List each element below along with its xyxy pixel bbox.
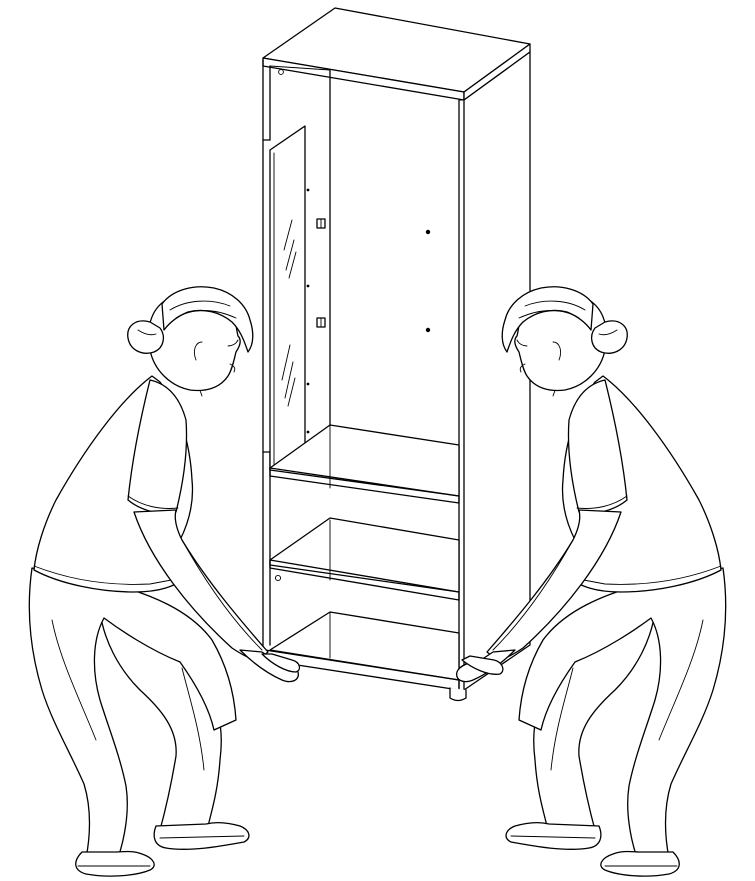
right-person-front-shoe bbox=[601, 852, 679, 877]
cabinet-shelves bbox=[265, 425, 459, 690]
cabinet-right-side bbox=[459, 52, 530, 690]
cabinet-door bbox=[270, 126, 309, 470]
left-person-front-shoe bbox=[76, 852, 154, 877]
left-person bbox=[29, 287, 298, 876]
cabinet bbox=[263, 8, 530, 701]
